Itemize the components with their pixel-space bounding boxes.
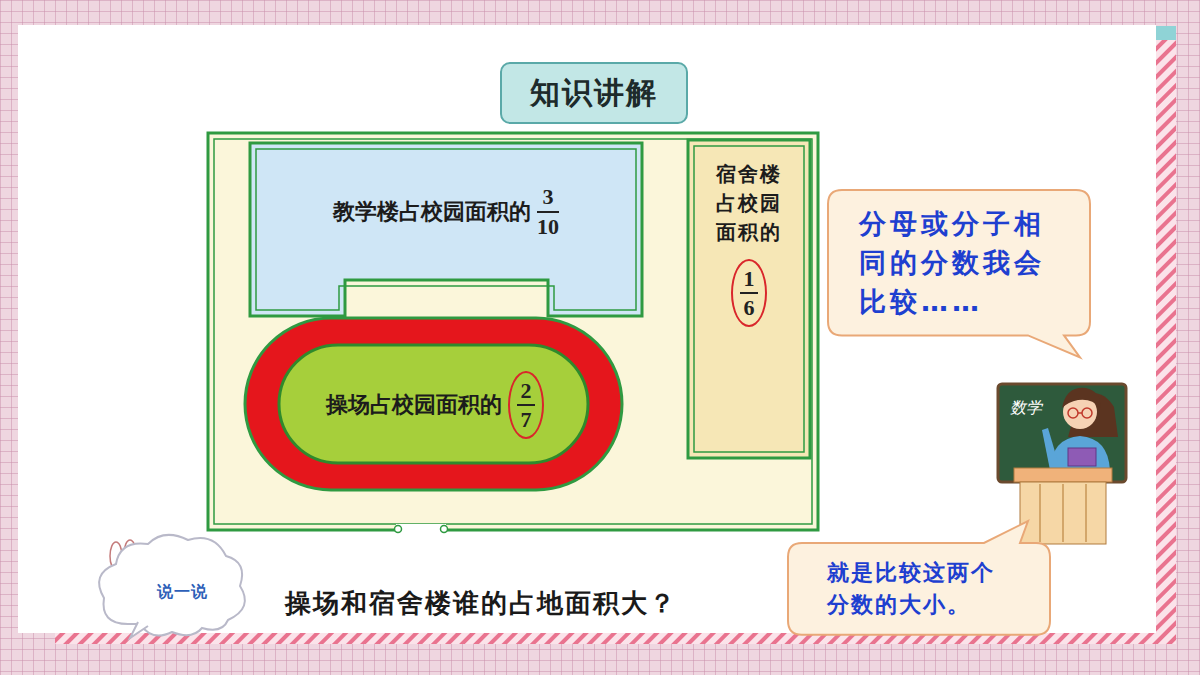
speech-bubble: 就是比较这两个分数的大小。 (788, 543, 1050, 635)
building-region: 教学楼占校园面积的310 (250, 143, 642, 316)
teacher-illustration (998, 384, 1126, 544)
question-text: 操场和宿舍楼谁的占地面积大？ (285, 586, 677, 621)
icon-label: 说一说 (109, 580, 227, 603)
chalkboard-writing: 数学 (1010, 398, 1042, 419)
speech-bubble: 分母或分子相同的分数我会比较…… (828, 190, 1090, 335)
node-content: 宿舍楼占校园面积的16 (688, 140, 810, 327)
node-outline (250, 143, 642, 316)
numerator: 2 (521, 379, 532, 402)
fraction-bar (740, 292, 758, 294)
fraction: 27 (508, 371, 544, 439)
node-content: 分母或分子相同的分数我会比较…… (828, 190, 1090, 335)
node-content: 说一说 (98, 548, 238, 636)
denominator: 10 (537, 215, 559, 238)
denominator: 7 (521, 408, 532, 431)
numerator: 3 (543, 185, 554, 208)
fraction-bar (537, 211, 559, 213)
region-label: 教学楼占校园面积的 (333, 197, 531, 227)
title-box: 知识讲解 (500, 62, 688, 124)
region-label: 宿舍楼占校园面积的 (714, 160, 784, 247)
bubble-text: 就是比较这两个分数的大小。 (827, 557, 1011, 621)
fraction: 310 (537, 185, 559, 237)
node-content: 操场占校园面积的27 (285, 345, 585, 465)
campus-map (208, 133, 818, 534)
node-outline (788, 543, 1050, 635)
title-text: 知识讲解 (530, 73, 658, 114)
fraction: 16 (731, 259, 767, 327)
bubble-text: 分母或分子相同的分数我会比较…… (859, 204, 1059, 321)
playground-region: 操场占校园面积的27 (245, 318, 622, 490)
fraction-bar (517, 404, 535, 406)
numerator: 1 (744, 267, 755, 290)
node-content: 教学楼占校园面积的310 (250, 143, 642, 280)
denominator: 6 (744, 296, 755, 319)
region-label: 操场占校园面积的 (326, 390, 502, 420)
cloud-icon: 说一说 (98, 548, 238, 636)
dormitory-region: 宿舍楼占校园面积的16 (688, 140, 810, 458)
node-content: 就是比较这两个分数的大小。 (788, 543, 1050, 635)
